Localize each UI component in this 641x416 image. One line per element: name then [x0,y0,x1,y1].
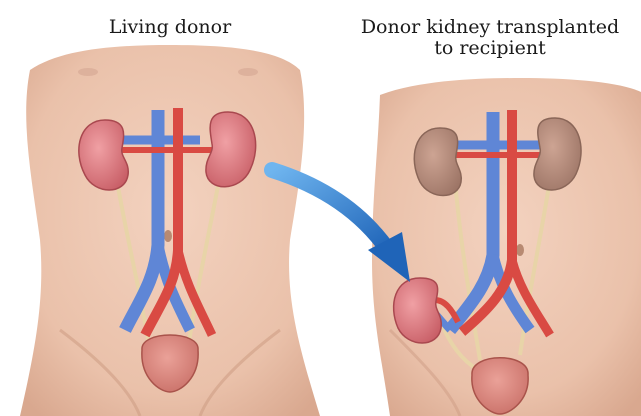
donor-title: Living donor [70,17,270,38]
recipient-title-line1: Donor kidney transplanted [340,17,640,38]
kidney-icon [394,278,442,343]
kidney-icon [414,128,461,196]
recipient-title-line2: to recipient [340,38,640,59]
recipient-title: Donor kidney transplanted to recipient [340,17,640,59]
